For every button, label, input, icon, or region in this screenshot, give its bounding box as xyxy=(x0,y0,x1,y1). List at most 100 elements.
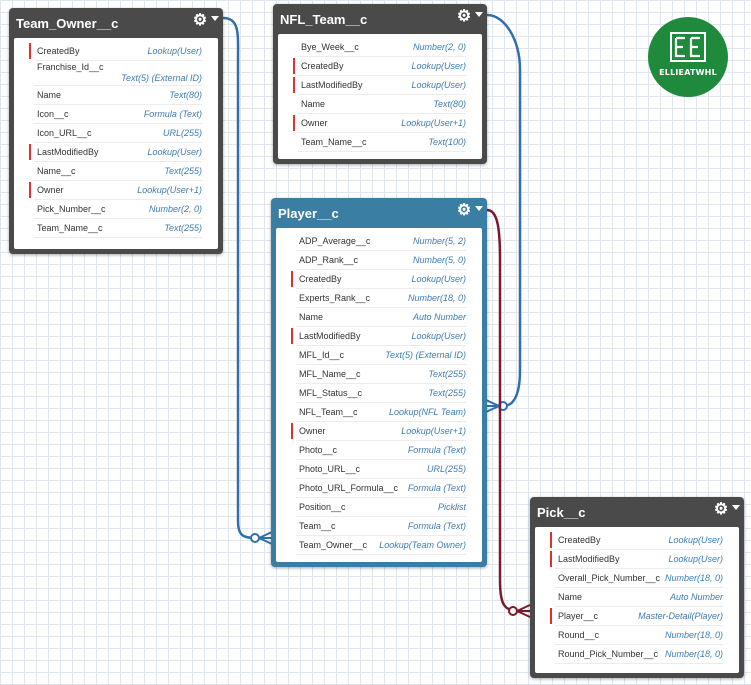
field-row[interactable]: Round__c Number(18, 0) xyxy=(555,626,723,645)
field-name: MFL_Status__c xyxy=(299,388,363,398)
connector-endpoint-circle xyxy=(508,606,518,616)
field-type: Formula (Text) xyxy=(407,521,466,531)
field-name: Owner xyxy=(299,426,326,436)
field-name: LastModifiedBy xyxy=(299,331,361,341)
object-header[interactable]: Player__c ⚙ xyxy=(271,198,487,228)
field-name: Player__c xyxy=(558,611,599,621)
crowfoot-team-owner-player xyxy=(258,531,273,545)
field-type: Text(255) xyxy=(428,369,466,379)
crowfoot-player-pick xyxy=(516,604,531,618)
field-name: CreatedBy xyxy=(301,61,344,71)
field-type: Lookup(User) xyxy=(147,147,202,157)
field-name: LastModifiedBy xyxy=(301,80,363,90)
field-type: Number(18, 0) xyxy=(664,573,723,583)
gear-icon[interactable]: ⚙ xyxy=(192,12,208,29)
field-name: Team_Name__c xyxy=(37,223,103,233)
chevron-down-icon[interactable] xyxy=(732,505,740,510)
field-type: Number(18, 0) xyxy=(407,293,466,303)
field-type: Text(80) xyxy=(169,90,202,100)
field-type: Lookup(User) xyxy=(411,61,466,71)
chevron-down-icon[interactable] xyxy=(211,16,219,21)
object-header[interactable]: Pick__c ⚙ xyxy=(530,497,744,527)
field-type: Lookup(NFL Team) xyxy=(388,407,466,417)
field-type: URL(255) xyxy=(162,128,202,138)
field-name: ADP_Rank__c xyxy=(299,255,359,265)
field-name: CreatedBy xyxy=(558,535,601,545)
field-type: Number(18, 0) xyxy=(664,630,723,640)
field-type: Lookup(User) xyxy=(411,274,466,284)
gear-icon[interactable]: ⚙ xyxy=(456,202,472,219)
field-name: MFL_Id__c xyxy=(299,350,345,360)
object-header[interactable]: Team_Owner__c ⚙ xyxy=(9,8,223,38)
field-name: Owner xyxy=(37,185,64,195)
field-type: Lookup(User) xyxy=(147,46,202,56)
field-name: Overall_Pick_Number__c xyxy=(558,573,661,583)
field-row[interactable]: LastModifiedBy Lookup(User) xyxy=(293,76,466,95)
field-type: Formula (Text) xyxy=(143,109,202,119)
field-type: Lookup(User) xyxy=(411,80,466,90)
field-type: Text(80) xyxy=(433,99,466,109)
logo-text: ELLIEATWHL xyxy=(659,68,717,77)
field-name: Photo_URL__c xyxy=(299,464,361,474)
gear-icon[interactable]: ⚙ xyxy=(456,8,472,25)
field-row[interactable]: CreatedBy Lookup(User) xyxy=(293,57,466,76)
field-type: Lookup(User) xyxy=(411,331,466,341)
field-name: LastModifiedBy xyxy=(558,554,620,564)
field-name: Team__c xyxy=(299,521,336,531)
connector-endpoint-circle xyxy=(250,533,260,543)
field-name: Round__c xyxy=(558,630,600,640)
field-row[interactable]: Team__c Formula (Text) xyxy=(296,517,466,536)
field-type: Auto Number xyxy=(669,592,723,602)
chevron-down-icon[interactable] xyxy=(475,12,483,17)
field-type: Lookup(User+1) xyxy=(137,185,202,195)
chevron-down-icon[interactable] xyxy=(475,206,483,211)
object-header[interactable]: NFL_Team__c ⚙ xyxy=(273,4,487,34)
gear-icon[interactable]: ⚙ xyxy=(713,501,729,518)
field-type: Formula (Text) xyxy=(407,483,466,493)
field-row[interactable]: LastModifiedBy Lookup(User) xyxy=(291,327,466,346)
field-row[interactable]: Owner Lookup(User+1) xyxy=(29,181,202,200)
field-type: Lookup(Team Owner) xyxy=(379,540,466,550)
